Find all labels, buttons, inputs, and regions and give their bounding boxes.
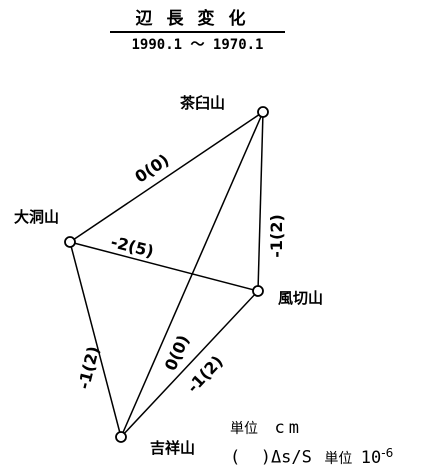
legend-ratio-unit-label: 単位 (324, 450, 353, 467)
edge-line-kazakiriyama-kisshoyama (120, 290, 259, 438)
edge-label-chausuyama-kazakiriyama: -1(2) (267, 214, 286, 258)
edge-line-oborayama-kisshoyama (69, 241, 122, 438)
edge-line-chausuyama-kazakiriyama (257, 111, 264, 292)
legend-ratio-label: ( )Δs/S (230, 447, 312, 468)
edge-label-oborayama-kazakiriyama: -2(5) (109, 232, 156, 261)
edge-label-kazakiriyama-kisshoyama: -1(2) (183, 352, 227, 397)
edge-line-chausuyama-oborayama (69, 111, 264, 243)
edge-label-oborayama-kisshoyama: -1(2) (74, 344, 103, 391)
station-marker-chausuyama (257, 106, 269, 118)
legend-ratio-unit-exp: -6 (381, 446, 394, 460)
edge-label-chausuyama-oborayama: 0(0) (131, 150, 172, 186)
legend-ratio-unit-base: 10 (360, 447, 382, 468)
legend-unit: 単位 cm (230, 418, 303, 438)
station-marker-oborayama (64, 236, 76, 248)
station-marker-kisshoyama (115, 431, 127, 443)
station-label-kisshoyama: 吉祥山 (150, 439, 196, 457)
legend-ratio: ( )Δs/S 単位 10-6 (230, 446, 393, 468)
diagram-title: 辺長変化 (110, 4, 285, 33)
station-label-chausuyama: 茶臼山 (180, 94, 226, 112)
station-label-kazakiriyama: 風切山 (278, 289, 324, 307)
station-label-oborayama: 大洞山 (14, 208, 60, 226)
station-marker-kazakiriyama (252, 285, 264, 297)
legend-unit-label: 単位 (230, 421, 258, 437)
edge-label-chausuyama-kisshoyama: 0(0) (161, 332, 193, 373)
period-label: 1990.1 ～ 1970.1 (131, 37, 264, 53)
edge-line-oborayama-kazakiriyama (69, 241, 259, 292)
legend-unit-value: cm (274, 418, 303, 438)
